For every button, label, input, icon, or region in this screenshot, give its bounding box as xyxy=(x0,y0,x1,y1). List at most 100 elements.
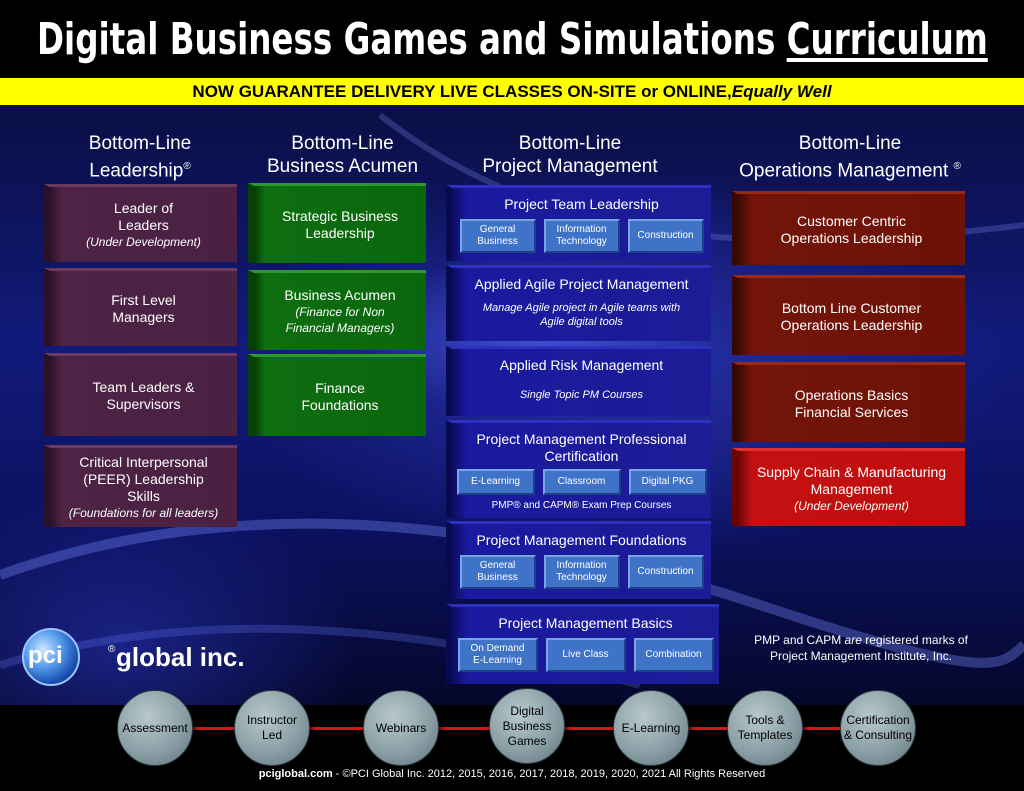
option-construction[interactable]: Construction xyxy=(627,219,704,253)
step-label: Led xyxy=(261,728,282,742)
course-box-critical-interpersonal[interactable]: Critical Interpersonal (PEER) Leadership… xyxy=(44,445,237,527)
step-e-learning[interactable]: E-Learning xyxy=(613,690,689,766)
box-line: Management xyxy=(810,480,893,497)
column-header-acumen: Bottom-Line Business Acumen xyxy=(250,132,435,178)
box-line: Financial Services xyxy=(794,403,909,420)
banner-text: NOW GUARANTEE DELIVERY LIVE CLASSES ON-S… xyxy=(192,81,732,101)
course-box-pmp-certification[interactable]: Project Management Professional Certific… xyxy=(446,420,711,518)
box-line: Leader of xyxy=(113,199,174,216)
option-live-class[interactable]: Live Class xyxy=(545,638,626,672)
header-line: Operations Management xyxy=(739,160,949,182)
subtitle-line: Manage Agile project in Agile teams with xyxy=(482,302,681,314)
option-label: Combination xyxy=(645,649,702,660)
course-box-applied-risk-management[interactable]: Applied Risk Management Single Topic PM … xyxy=(446,346,711,416)
logo-pci: pci xyxy=(28,642,63,669)
box-note: (Foundations for all leaders) xyxy=(68,506,219,520)
header-line: Bottom-Line xyxy=(88,133,192,154)
option-label: Construction xyxy=(637,566,694,577)
step-label: & Consulting xyxy=(843,728,913,742)
step-label: Templates xyxy=(737,728,793,742)
course-box-finance-foundations[interactable]: Finance Foundations xyxy=(248,354,426,436)
step-label: Webinars xyxy=(375,720,427,735)
step-tools-templates[interactable]: Tools &Templates xyxy=(727,690,803,766)
box-note: (Finance for Non xyxy=(295,305,385,319)
format-buttons: E-Learning Classroom Digital PKG xyxy=(456,469,707,495)
course-box-supply-chain[interactable]: Supply Chain & Manufacturing Management … xyxy=(732,448,965,526)
box-line: Supply Chain & Manufacturing xyxy=(756,463,947,480)
header-line: Business Acumen xyxy=(266,156,419,177)
logo-registered-mark: ® xyxy=(108,644,116,655)
option-label: Technology xyxy=(556,236,607,247)
course-box-leader-of-leaders[interactable]: Leader of Leaders (Under Development) xyxy=(44,184,237,262)
course-box-strategic-business-leadership[interactable]: Strategic Business Leadership xyxy=(248,183,426,263)
registered-mark: ® xyxy=(183,161,191,172)
box-title: Applied Risk Management xyxy=(499,357,664,373)
note-part: PMP and CAPM xyxy=(754,633,845,647)
course-box-team-leaders[interactable]: Team Leaders & Supervisors xyxy=(44,353,237,436)
registered-mark: ® xyxy=(953,161,961,172)
box-line: Leaders xyxy=(118,216,169,233)
step-label: Games xyxy=(507,733,547,748)
subtitle-line: Agile digital tools xyxy=(540,316,623,328)
course-box-business-acumen[interactable]: Business Acumen (Finance for Non Financi… xyxy=(248,270,426,350)
option-label: General xyxy=(479,224,516,235)
option-construction[interactable]: Construction xyxy=(627,555,704,589)
note-line: Project Management Institute, Inc. xyxy=(769,649,953,663)
option-digital-pkg[interactable]: Digital PKG xyxy=(628,469,707,495)
course-box-customer-centric[interactable]: Customer Centric Operations Leadership xyxy=(732,191,965,265)
course-box-applied-agile[interactable]: Applied Agile Project Management Manage … xyxy=(446,265,711,341)
option-classroom[interactable]: Classroom xyxy=(542,469,621,495)
box-line: First Level xyxy=(111,291,176,308)
step-webinars[interactable]: Webinars xyxy=(363,690,439,766)
box-line: Leadership xyxy=(305,224,375,241)
box-line: Operations Leadership xyxy=(780,316,923,333)
box-line: Customer Centric xyxy=(797,212,906,229)
box-note: PMP® and CAPM® Exam Prep Courses xyxy=(491,500,672,511)
title-text: Digital Business Games and Simulations xyxy=(36,13,787,65)
box-title: Applied Agile Project Management xyxy=(474,276,689,292)
step-certification-consulting[interactable]: Certification& Consulting xyxy=(840,690,916,766)
option-label: Classroom xyxy=(557,476,606,487)
option-e-learning[interactable]: E-Learning xyxy=(456,469,535,495)
course-box-operations-basics[interactable]: Operations Basics Financial Services xyxy=(732,362,965,442)
box-title: Project Management Basics xyxy=(498,615,673,631)
announcement-banner: NOW GUARANTEE DELIVERY LIVE CLASSES ON-S… xyxy=(0,78,1024,105)
option-label: General xyxy=(479,560,516,571)
box-line: Strategic Business xyxy=(282,207,398,224)
step-label: Certification xyxy=(846,713,910,727)
box-line: Finance xyxy=(315,379,365,396)
box-line: Supervisors xyxy=(106,396,181,412)
title-bar: Digital Business Games and Simulations C… xyxy=(0,0,1024,78)
footer-copyright: - ©PCI Global Inc. 2012, 2015, 2016, 201… xyxy=(332,768,766,780)
box-note: Financial Managers) xyxy=(285,321,395,335)
box-line: Operations Leadership xyxy=(780,229,923,246)
company-logo[interactable]: pci ® global inc. xyxy=(22,628,282,688)
header-line: Bottom-Line xyxy=(518,133,622,154)
header-line: Leadership xyxy=(89,160,184,182)
column-header-operations: Bottom-Line Operations Management ® xyxy=(720,132,980,182)
box-line: Operations Basics xyxy=(794,386,909,403)
step-assessment[interactable]: Assessment xyxy=(117,690,193,766)
box-line: Critical Interpersonal xyxy=(79,454,208,470)
course-box-first-level-managers[interactable]: First Level Managers xyxy=(44,268,237,346)
box-line: Skills xyxy=(127,488,160,504)
course-box-bottom-line-customer[interactable]: Bottom Line Customer Operations Leadersh… xyxy=(732,275,965,355)
box-note: (Under Development) xyxy=(794,498,909,513)
footer-site-link[interactable]: pciglobal.com xyxy=(258,768,333,780)
step-label: E-Learning xyxy=(621,720,681,735)
box-line: Team Leaders & xyxy=(92,379,195,395)
option-combination[interactable]: Combination xyxy=(633,638,714,672)
option-label: Business xyxy=(477,236,518,247)
